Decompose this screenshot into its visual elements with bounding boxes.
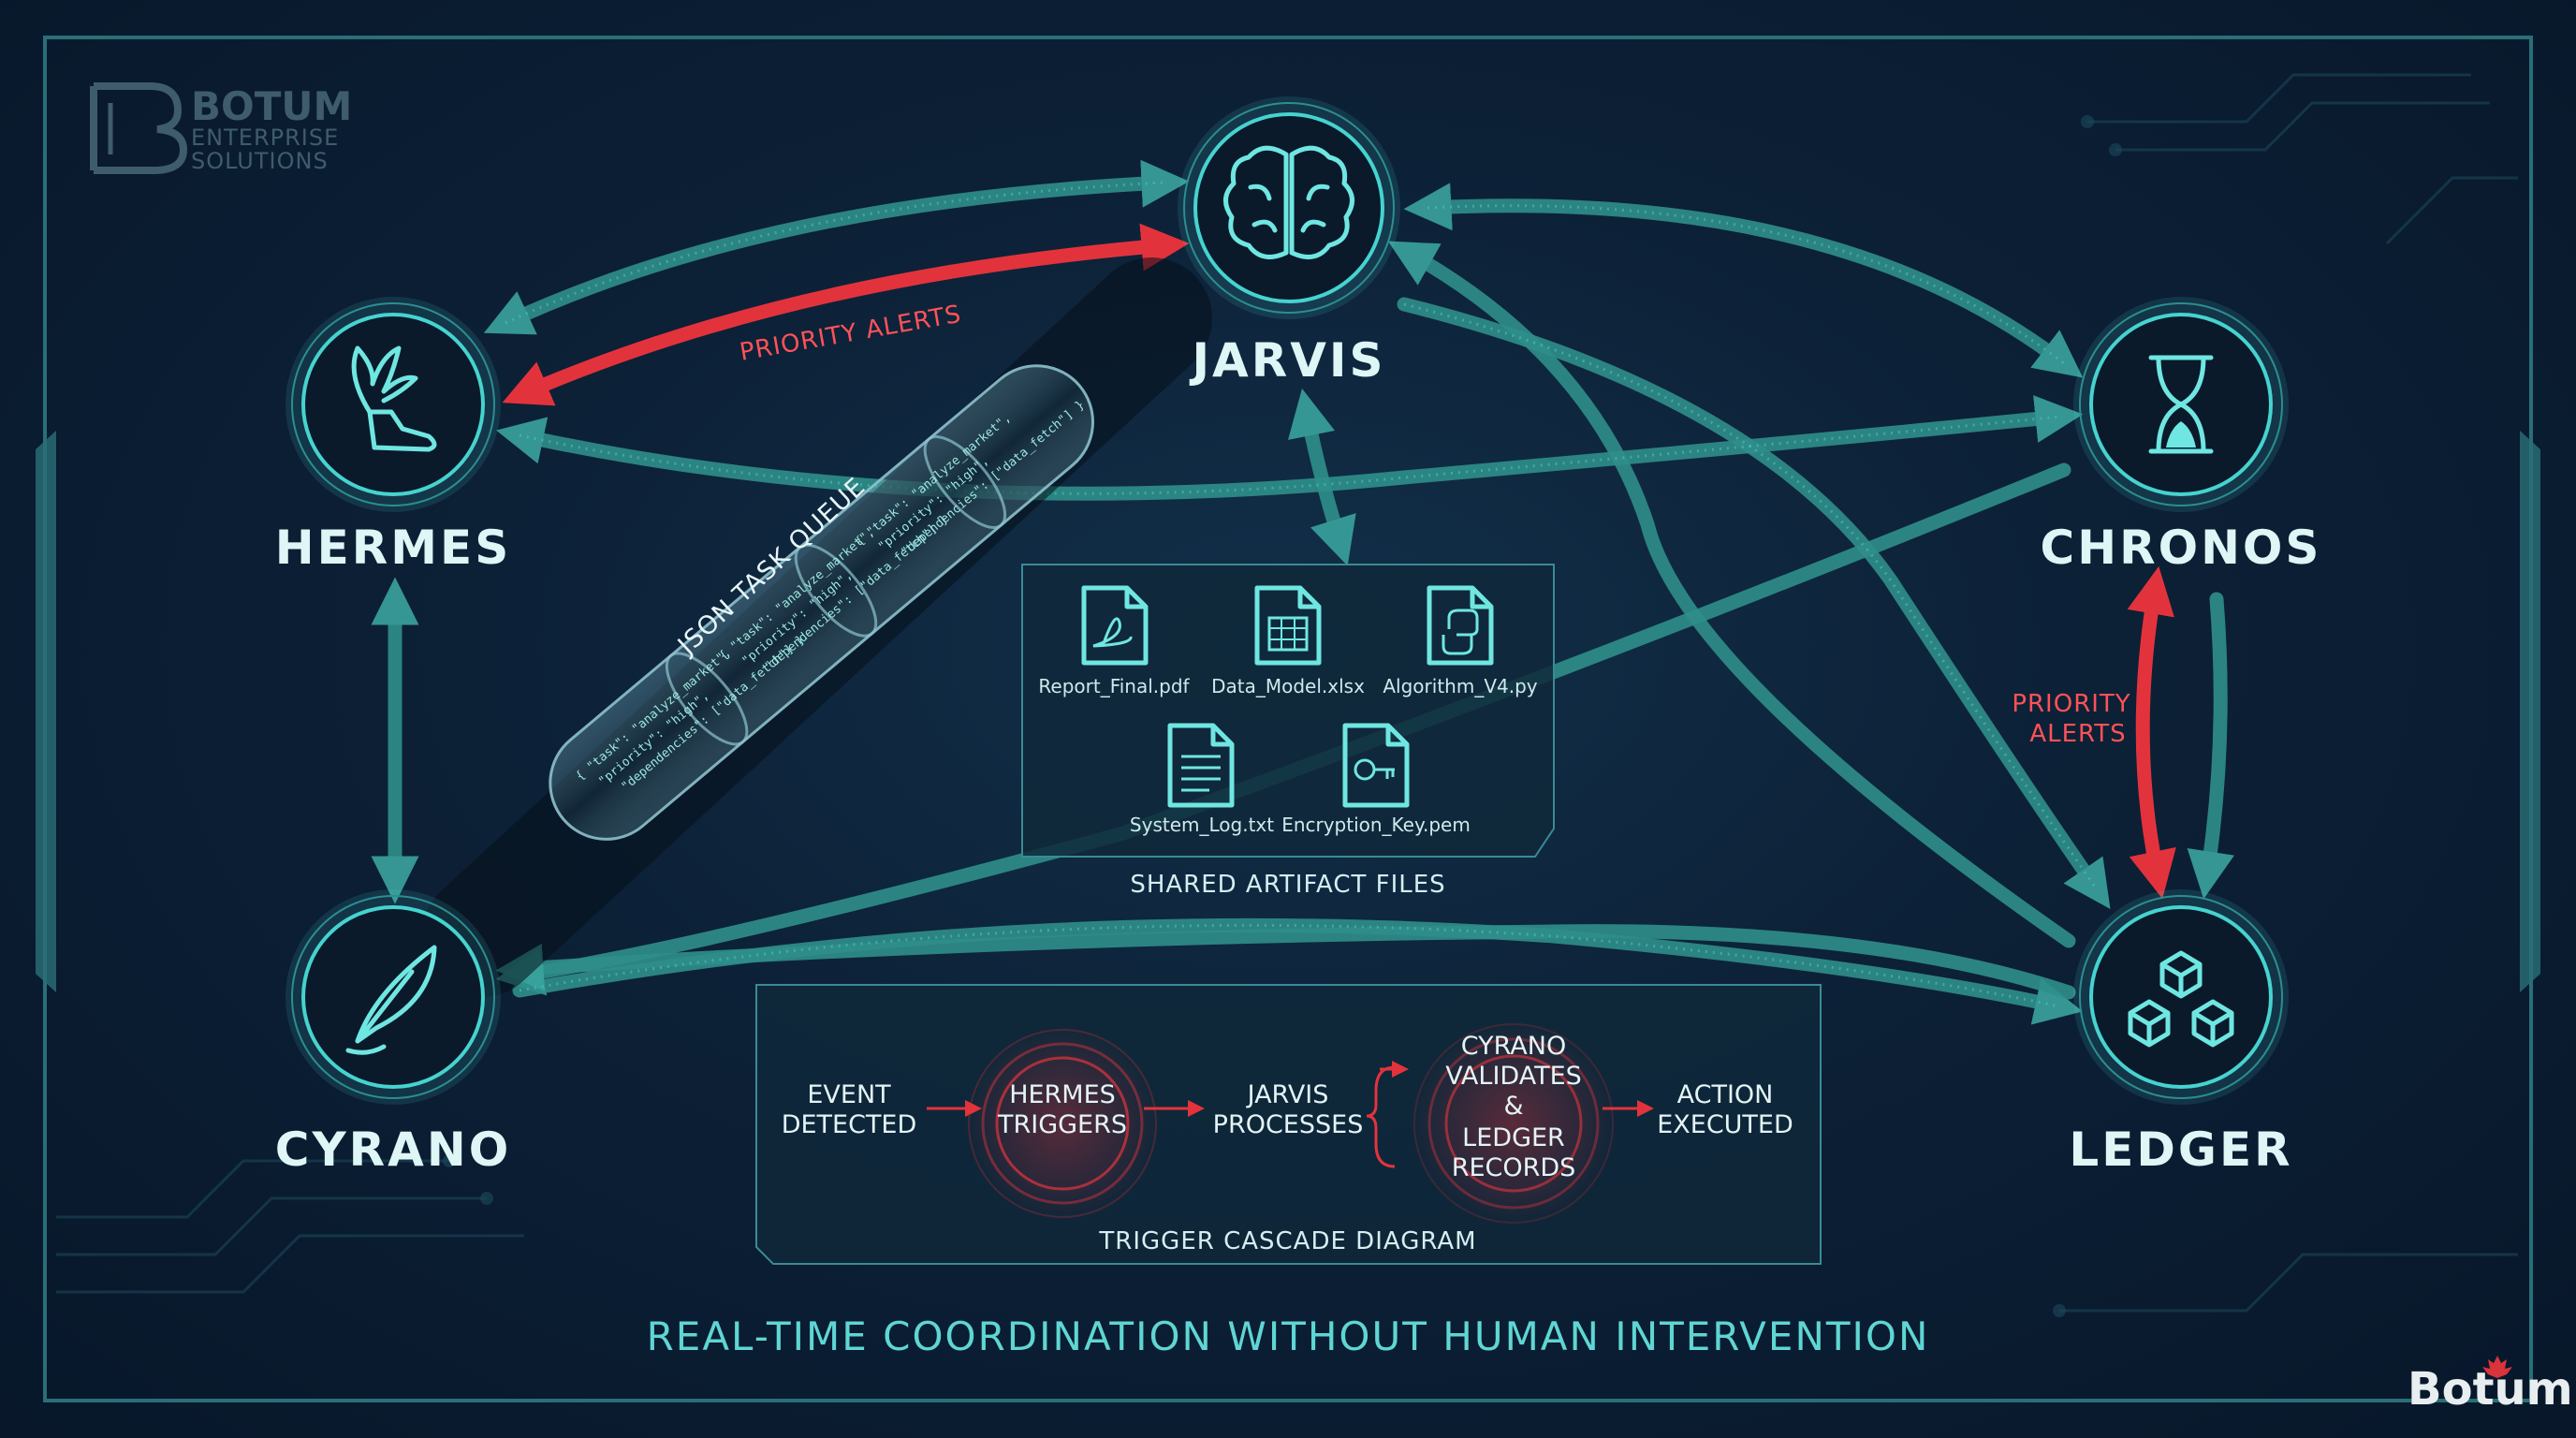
priority-link-chronos-ledger <box>2127 565 2176 899</box>
node-chronos: CHRONOS <box>2041 297 2322 575</box>
brain-icon <box>1223 145 1354 259</box>
trigger-cascade-panel: EVENT DETECTED HERMES TRIGGERS JARVIS PR… <box>755 984 1822 1265</box>
file-label-data-model: Data_Model.xlsx <box>1211 675 1365 697</box>
node-label-chronos: CHRONOS <box>2041 521 2322 575</box>
link-hermes-chronos <box>496 395 2084 501</box>
step-action-line1: ACTION <box>1677 1080 1774 1109</box>
quill-icon <box>345 945 437 1055</box>
outer-frame <box>36 36 2540 1402</box>
link-chronos-ledger-right <box>2187 592 2235 900</box>
node-label-cyrano: CYRANO <box>275 1123 511 1177</box>
file-label-system-log: System_Log.txt <box>1130 814 1274 836</box>
priority-alerts-label-right-2: ALERTS <box>2029 720 2126 748</box>
node-label-jarvis: JARVIS <box>1189 333 1385 388</box>
step-branch-line3: & <box>1503 1092 1523 1121</box>
link-cyrano-ledger-lower <box>495 924 2076 1000</box>
step-jarvis-line2: PROCESSES <box>1213 1110 1364 1139</box>
json-task-queue: { "task": "analyze_market", "priority": … <box>421 257 1212 997</box>
brand-line-solutions: SOLUTIONS <box>191 148 329 174</box>
headline: REAL-TIME COORDINATION WITHOUT HUMAN INT… <box>647 1313 1930 1359</box>
step-branch-line4: LEDGER <box>1462 1123 1565 1152</box>
step-branch-line2: VALIDATES <box>1445 1062 1582 1091</box>
link-jarvis-files <box>1287 388 1356 566</box>
cascade-caption: TRIGGER CASCADE DIAGRAM <box>1098 1227 1476 1255</box>
node-hermes: HERMES <box>275 297 511 575</box>
brand-name: BOTUM <box>191 83 352 129</box>
link-jarvis-ledger-cross <box>1387 241 2076 948</box>
circuit-decoration <box>56 73 2518 1317</box>
step-hermes-line1: HERMES <box>1009 1080 1116 1109</box>
key-file-icon <box>1342 723 1410 808</box>
priority-alerts-label-right-1: PRIORITY <box>2012 690 2130 718</box>
pdf-file-icon <box>1081 585 1149 666</box>
maple-leaf-icon <box>2482 1356 2512 1378</box>
node-jarvis: JARVIS <box>1178 96 1400 388</box>
text-file-icon <box>1167 723 1235 808</box>
step-action-line2: EXECUTED <box>1657 1110 1793 1139</box>
file-label-report: Report_Final.pdf <box>1038 675 1190 697</box>
shared-files-caption: SHARED ARTIFACT FILES <box>1130 871 1445 899</box>
file-label-algorithm: Algorithm_V4.py <box>1383 675 1537 697</box>
hourglass-icon <box>2148 355 2214 454</box>
step-branch-line1: CYRANO <box>1461 1032 1566 1061</box>
node-cyrano: CYRANO <box>275 889 511 1177</box>
step-hermes-line2: TRIGGERS <box>997 1110 1127 1139</box>
step-jarvis-line1: JARVIS <box>1246 1080 1329 1109</box>
brand-logo: BOTUM ENTERPRISE SOLUTIONS <box>90 82 352 174</box>
step-event-line2: DETECTED <box>782 1110 917 1139</box>
queue-tube <box>549 364 1094 841</box>
node-ledger: LEDGER <box>2069 889 2292 1177</box>
priority-link-jarvis-hermes <box>502 223 1190 406</box>
file-label-encryption-key: Encryption_Key.pem <box>1281 814 1471 836</box>
node-label-ledger: LEDGER <box>2069 1123 2292 1177</box>
winged-shoe-icon <box>351 345 437 452</box>
link-jarvis-ledger <box>1397 297 2111 909</box>
brand-line-enterprise: ENTERPRISE <box>191 125 339 151</box>
step-branch-line5: RECORDS <box>1452 1153 1576 1182</box>
cubes-icon <box>2128 950 2234 1048</box>
shared-files-panel: Report_Final.pdf Data_Model.xlsx Algorit… <box>1021 564 1555 899</box>
step-event-line1: EVENT <box>807 1080 891 1109</box>
python-file-icon <box>1427 585 1494 666</box>
node-label-hermes: HERMES <box>275 521 511 575</box>
spreadsheet-file-icon <box>1254 585 1322 666</box>
corner-brand: Botum <box>2408 1356 2573 1416</box>
